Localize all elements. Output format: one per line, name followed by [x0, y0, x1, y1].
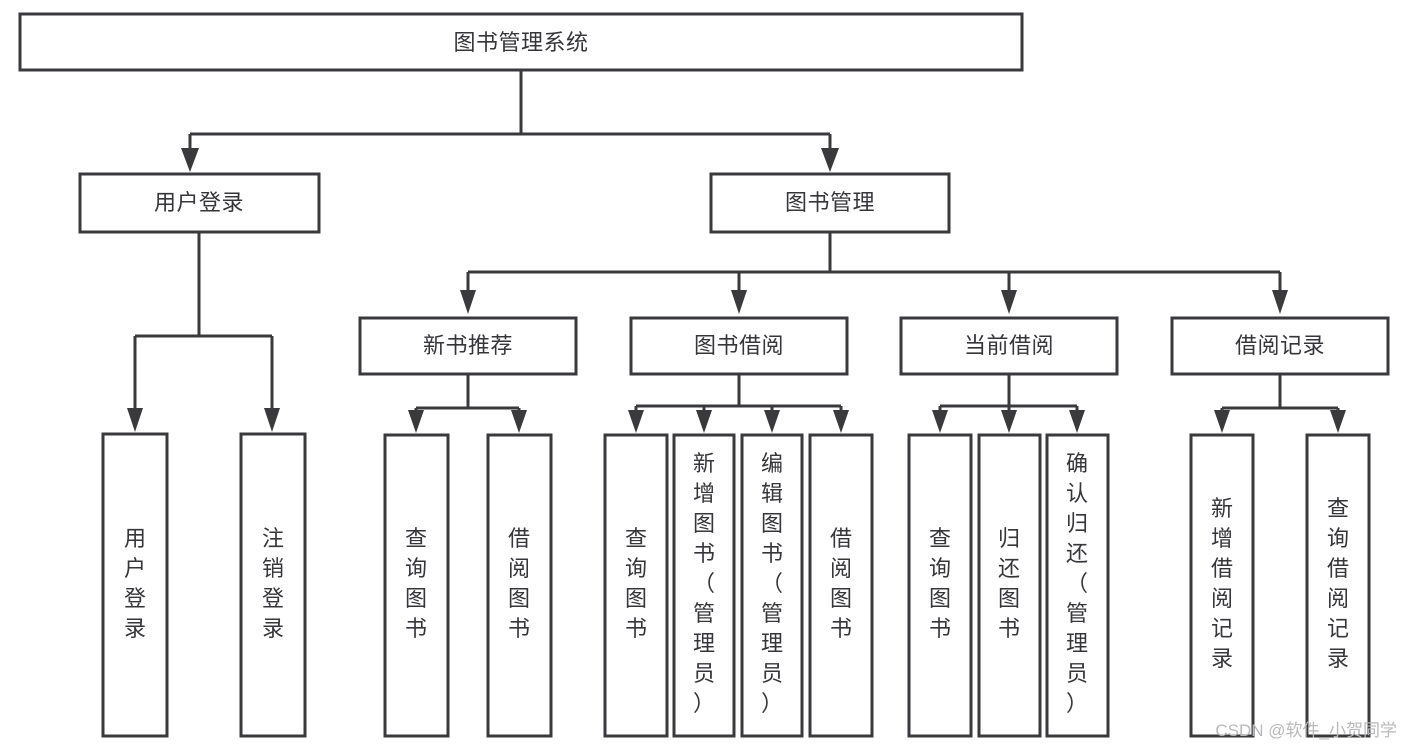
arrow-br-leaf-2 — [1330, 410, 1346, 433]
connectors-book-borrow-to-leaves — [628, 374, 849, 433]
arrow-cb-leaf-1 — [932, 410, 948, 433]
leaf-return-book-box[interactable] — [977, 433, 1042, 738]
node-new-book-recommend-label: 新书推荐 — [423, 333, 513, 358]
connectors-book-management-to-level3 — [460, 232, 1288, 314]
leaf-logout[interactable]: 注销登录 — [239, 432, 307, 738]
leaf-return-book[interactable]: 归还图书 — [977, 433, 1042, 738]
root-node[interactable]: 图书管理系统 — [18, 12, 1024, 72]
root-node-label: 图书管理系统 — [453, 30, 588, 55]
arrow-bm-to-book-borrow — [731, 290, 747, 314]
arrow-cb-leaf-3 — [1069, 410, 1085, 433]
leaf-query-book-2-label: 查询图书 — [625, 526, 647, 641]
node-book-management[interactable]: 图书管理 — [709, 172, 951, 234]
leaf-logout-box[interactable] — [239, 432, 307, 738]
arrow-nb-leaf-1 — [408, 410, 424, 433]
node-new-book-recommend-box[interactable] — [358, 316, 578, 376]
connectors-user-login-to-leaves — [127, 232, 280, 432]
node-current-borrow-label: 当前借阅 — [964, 333, 1054, 358]
arrow-cb-leaf-2 — [1001, 410, 1017, 433]
leaf-user-login[interactable]: 用户登录 — [101, 432, 169, 738]
node-borrow-record-box[interactable] — [1170, 316, 1390, 376]
arrow-bb-leaf-4 — [833, 410, 849, 433]
arrow-bm-to-borrow-record — [1272, 290, 1288, 314]
leaf-borrow-book-1[interactable]: 借阅图书 — [486, 433, 553, 738]
leaf-add-borrow-record[interactable]: 新增借阅记录 — [1189, 433, 1255, 738]
leaf-query-book-3-box[interactable] — [907, 433, 973, 738]
node-borrow-record-label: 借阅记录 — [1235, 333, 1325, 358]
leaf-borrow-book-2-label: 借阅图书 — [830, 526, 852, 641]
csdn-watermark: CSDN @软件_小贺同学 — [1215, 721, 1397, 740]
leaf-user-login-label: 用户登录 — [124, 526, 146, 641]
leaf-query-book-2[interactable]: 查询图书 — [603, 433, 669, 738]
leaf-query-book-3-label: 查询图书 — [929, 526, 951, 641]
arrow-nb-leaf-2 — [511, 410, 527, 433]
arrow-bm-to-new-book — [460, 290, 476, 314]
leaf-borrow-book-1-label: 借阅图书 — [508, 526, 530, 641]
leaf-user-login-box[interactable] — [101, 432, 169, 738]
arrow-bb-leaf-3 — [764, 410, 780, 433]
leaf-confirm-return-admin-box[interactable] — [1045, 433, 1110, 738]
leaf-add-borrow-record-box[interactable] — [1189, 433, 1255, 738]
leaf-add-book-admin[interactable]: 新增图书（管理员） — [672, 433, 736, 738]
arrow-bm-to-current-borrow — [1001, 290, 1017, 314]
leaf-borrow-book-1-box[interactable] — [486, 433, 553, 738]
leaf-add-book-admin-label: 新增图书（管理员） — [693, 451, 715, 716]
connectors-new-book-to-leaves — [408, 374, 527, 433]
leaf-confirm-return-admin[interactable]: 确认归还（管理员） — [1045, 433, 1110, 738]
leaf-borrow-book-2-box[interactable] — [808, 433, 874, 738]
leaf-query-book-1-box[interactable] — [383, 433, 450, 738]
node-book-management-box[interactable] — [709, 172, 951, 234]
node-current-borrow[interactable]: 当前借阅 — [899, 316, 1119, 376]
root-node-box[interactable] — [18, 12, 1024, 72]
node-book-borrow[interactable]: 图书借阅 — [629, 316, 849, 376]
leaf-confirm-return-admin-label: 确认归还（管理员） — [1066, 451, 1088, 716]
connectors-current-borrow-to-leaves — [932, 374, 1085, 433]
leaf-add-book-admin-box[interactable] — [672, 433, 736, 738]
leaf-logout-label: 注销登录 — [262, 526, 284, 641]
leaf-edit-book-admin-box[interactable] — [740, 433, 804, 738]
leaf-query-borrow-record[interactable]: 查询借阅记录 — [1305, 433, 1371, 738]
arrow-bb-leaf-1 — [628, 410, 644, 433]
node-current-borrow-box[interactable] — [899, 316, 1119, 376]
leaf-query-book-1[interactable]: 查询图书 — [383, 433, 450, 738]
node-book-management-label: 图书管理 — [785, 190, 875, 215]
node-new-book-recommend[interactable]: 新书推荐 — [358, 316, 578, 376]
node-user-login-label: 用户登录 — [154, 190, 244, 215]
leaf-query-book-3[interactable]: 查询图书 — [907, 433, 973, 738]
arrow-ul-leaf-1 — [127, 408, 143, 432]
node-user-login[interactable]: 用户登录 — [78, 172, 321, 234]
leaf-borrow-book-2[interactable]: 借阅图书 — [808, 433, 874, 738]
node-book-borrow-box[interactable] — [629, 316, 849, 376]
arrow-bb-leaf-2 — [696, 410, 712, 433]
connectors-root-to-level2 — [181, 70, 839, 172]
arrow-root-to-book-management — [821, 148, 839, 172]
leaf-edit-book-admin-label: 编辑图书（管理员） — [761, 451, 783, 716]
arrow-root-to-user-login — [181, 148, 199, 172]
leaf-query-borrow-record-box[interactable] — [1305, 433, 1371, 738]
arrow-br-leaf-1 — [1214, 410, 1230, 433]
leaf-edit-book-admin[interactable]: 编辑图书（管理员） — [740, 433, 804, 738]
node-user-login-box[interactable] — [78, 172, 321, 234]
leaf-query-borrow-record-label: 查询借阅记录 — [1327, 496, 1349, 671]
leaf-query-book-2-box[interactable] — [603, 433, 669, 738]
leaf-add-borrow-record-label: 新增借阅记录 — [1211, 496, 1233, 671]
node-borrow-record[interactable]: 借阅记录 — [1170, 316, 1390, 376]
node-book-borrow-label: 图书借阅 — [694, 333, 784, 358]
leaf-query-book-1-label: 查询图书 — [405, 526, 427, 641]
leaf-return-book-label: 归还图书 — [998, 526, 1020, 641]
arrow-ul-leaf-2 — [264, 408, 280, 432]
connectors-borrow-record-to-leaves — [1214, 374, 1346, 433]
